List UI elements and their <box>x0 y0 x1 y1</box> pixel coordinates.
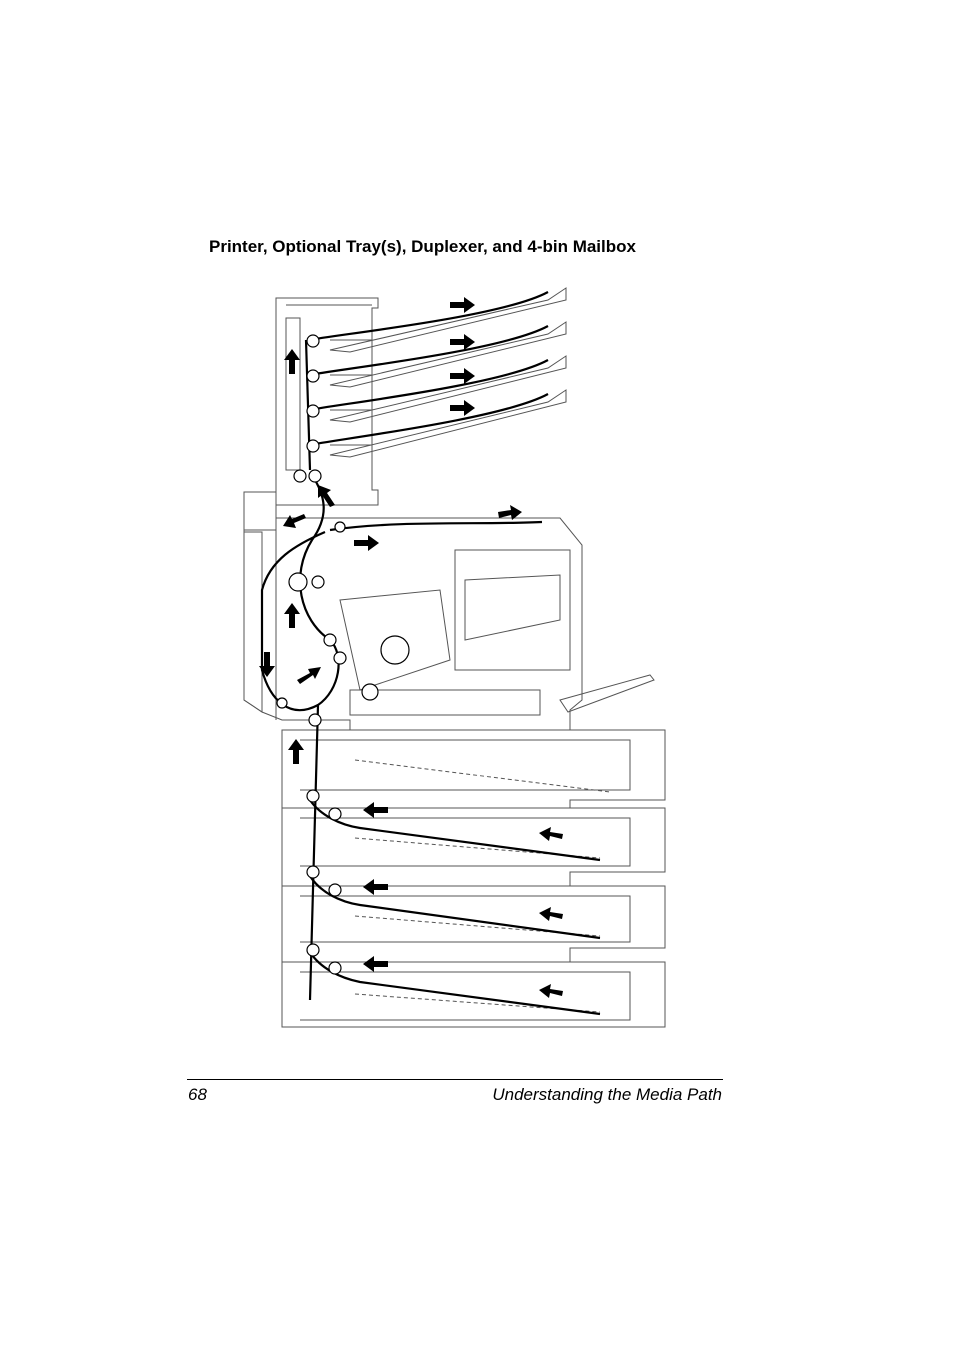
roller-icon <box>276 334 410 975</box>
mailbox-bin-1 <box>329 287 567 353</box>
printer-media-path-svg <box>243 287 666 1028</box>
arrow-icon <box>259 297 563 998</box>
manual-feed-tray <box>559 674 655 713</box>
tray-4 <box>281 961 666 1028</box>
mailbox-bin-4 <box>329 389 567 458</box>
toner-cartridge <box>339 589 451 691</box>
tray-2 <box>281 807 666 887</box>
media-path-lines <box>260 291 601 1016</box>
page-heading: Printer, Optional Tray(s), Duplexer, and… <box>209 237 636 256</box>
media-path-diagram <box>230 280 680 1040</box>
section-title: Understanding the Media Path <box>492 1085 722 1104</box>
duplexer-unit <box>243 531 263 713</box>
tray-3 <box>281 885 666 963</box>
mailbox-bin-3 <box>329 355 567 423</box>
mailbox-bin-2 <box>329 321 567 388</box>
page-number: 68 <box>188 1085 207 1104</box>
mailbox-housing <box>275 297 379 506</box>
laser-unit <box>454 549 571 671</box>
footer-rule <box>187 1079 723 1080</box>
tray-1 <box>281 729 666 809</box>
